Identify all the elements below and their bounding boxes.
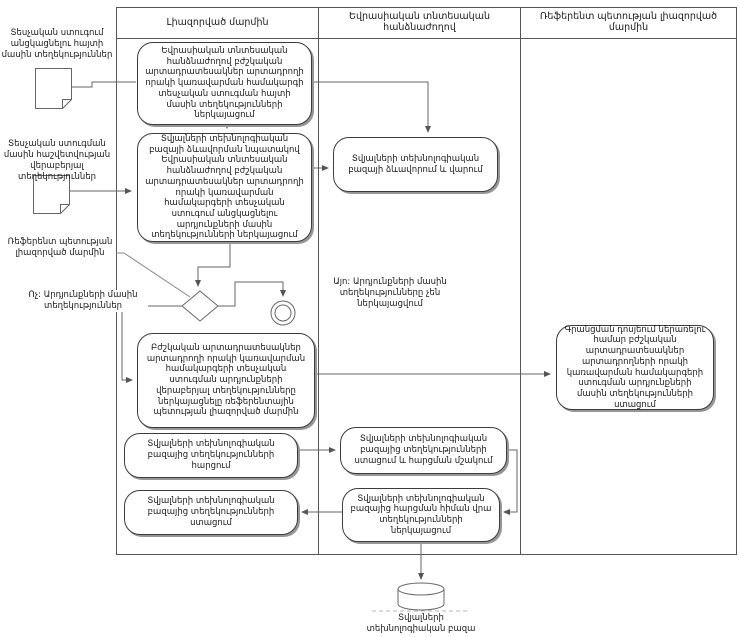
flow-connector [71, 81, 136, 88]
branch-label-yes: Այո: Արդյունքների մասին տեղեկությունները… [333, 277, 447, 310]
activity-submit-results: Տվյալների տեխնոլոգիական բազայի ձևավորման… [137, 133, 312, 242]
document-icon [33, 175, 70, 214]
lane-divider-2 [520, 7, 521, 555]
lane-header-separator [116, 38, 737, 39]
decision-diamond [181, 290, 219, 322]
lane-header-eec: Եվրասիական տնտեսական հանձնաժողով [349, 11, 490, 33]
activity-receive-process-request: Տվյալների տեխնոլոգիական բազայից տեղեկութ… [340, 427, 507, 474]
activity-submit-application: Եվրասիական տնտեսական հանձնաժողով բժշկակա… [137, 42, 312, 125]
activity-submit-on-request: Տվյալների տեխնոլոգիական բազայից հարցման … [342, 488, 500, 542]
flow-connector [195, 242, 231, 287]
activity-form-maintain-db: Տվյալների տեխնոլոգիական բազայի ձևավորում… [333, 137, 498, 192]
association-line [116, 252, 191, 298]
activity-receive-info: Տվյալների տեխնոլոգիական բազայից տեղեկութ… [124, 490, 298, 535]
flow-connector [218, 281, 286, 307]
activity-receive-for-dossier: Գրանցման դոսյեում ներառելու համար բժշկակ… [556, 325, 714, 410]
branch-label-no: Ոչ: Արդյունքների մասին տեղեկություններ [18, 290, 148, 313]
lane-header-authorized-body: Լիազորված մարմին [166, 16, 269, 28]
activity-submit-to-referent: Բժշկական արտադրատեսակներ արտադրողի որակի… [137, 333, 315, 428]
flow-connector [503, 449, 518, 515]
document-icon [35, 68, 72, 109]
database-label: Տվյալների տեխնոլոգիական բազա [366, 613, 476, 635]
lane-header-referent-state: Ռեֆերենտ պետության լիազորված մարմին [539, 11, 718, 33]
lane-divider-1 [318, 7, 319, 555]
activity-request-info: Տվյալների տեխնոլոգիական բազայից տեղեկութ… [124, 433, 298, 478]
annotation-referent-authority: Ռեֆերենտ պետության լիազորված մարմին [7, 237, 113, 259]
annotation-report-info: Տեսչական ստուգման մասին հաշվետվության վե… [3, 139, 111, 183]
annotation-application-info: Տեսչական ստուգում անցկացնելու հայտի մասի… [1, 28, 113, 61]
flow-end-node [270, 300, 296, 326]
flow-connector [312, 81, 431, 133]
database-icon [397, 582, 445, 611]
flow-connector [121, 305, 182, 383]
